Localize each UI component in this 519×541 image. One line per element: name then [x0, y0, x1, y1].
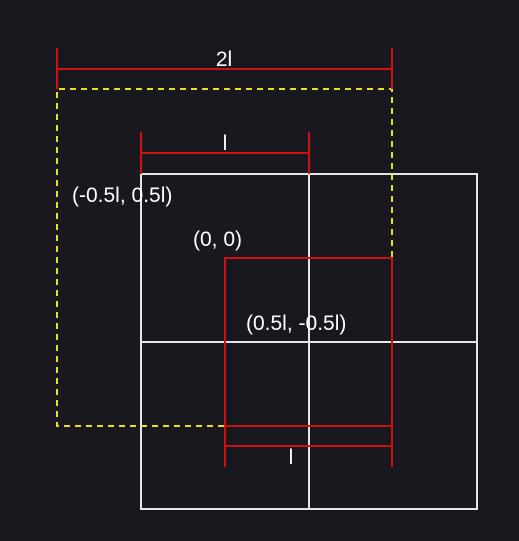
red-square [224, 257, 393, 427]
label-origin: (0, 0) [193, 228, 242, 251]
label-corner-top-left: (-0.5l, 0.5l) [72, 184, 172, 207]
dimension-2l [56, 48, 393, 89]
dimension-l-top [140, 132, 310, 174]
label-l-top: l [223, 132, 228, 155]
dashed-box [56, 88, 393, 427]
grid [140, 173, 478, 510]
label-corner-bottom-right: (0.5l, -0.5l) [246, 312, 346, 335]
label-2l: 2l [216, 48, 232, 71]
dimension-l-bottom [224, 426, 393, 467]
label-l-bottom: l [289, 446, 294, 469]
